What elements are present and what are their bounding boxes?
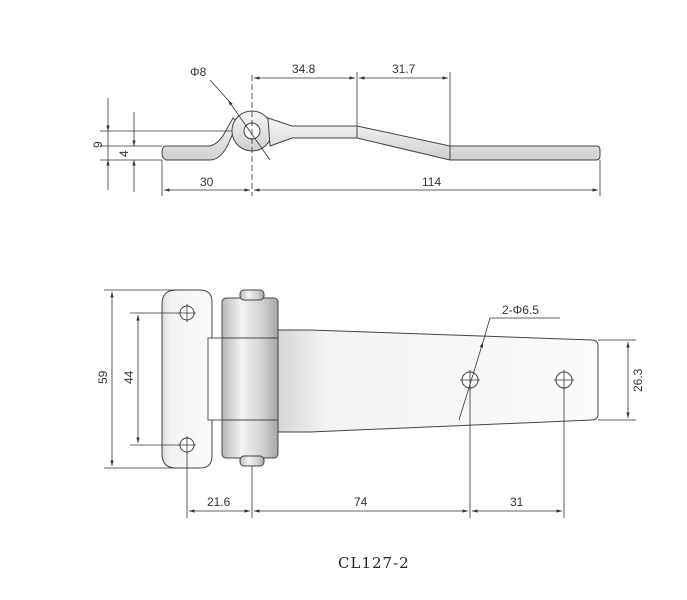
- part-number-caption: CL127-2: [338, 554, 410, 572]
- side-dim-30: 30: [200, 175, 214, 189]
- side-view: Φ8 34.8 31.7 9 4 30 114: [91, 62, 601, 196]
- side-pin-diameter-label: Φ8: [190, 65, 207, 79]
- plan-dim-59: 59: [96, 370, 110, 384]
- plan-slot: [207, 337, 223, 421]
- side-dim-9: 9: [91, 141, 105, 148]
- side-dim-34-8: 34.8: [292, 62, 316, 76]
- plan-left-plate: [161, 289, 213, 469]
- plan-dim-31: 31: [510, 495, 524, 509]
- plan-barrel: [221, 297, 279, 459]
- plan-dim-21-6: 21.6: [207, 495, 231, 509]
- plan-dim-26-3: 26.3: [631, 368, 645, 392]
- side-dim-114: 114: [422, 175, 441, 189]
- plan-holes-label: 2-Φ6.5: [502, 303, 539, 317]
- plan-dim-44: 44: [122, 370, 136, 384]
- plan-leaf: [277, 329, 599, 433]
- plan-dim-74: 74: [354, 495, 368, 509]
- side-left-foot: [161, 117, 239, 161]
- side-dim-4: 4: [117, 150, 131, 157]
- side-dim-31-7: 31.7: [392, 62, 416, 76]
- side-leaf: [267, 117, 601, 161]
- plan-view: 2-Φ6.5 59 44 26.3 21.6 74 31: [96, 289, 645, 518]
